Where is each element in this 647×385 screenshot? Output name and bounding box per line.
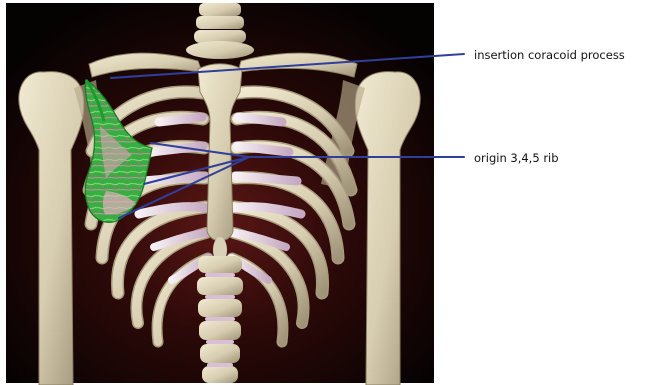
origin-ribs-label: origin 3,4,5 rib	[474, 151, 559, 165]
insertion-coracoid-label: insertion coracoid process	[474, 48, 625, 62]
